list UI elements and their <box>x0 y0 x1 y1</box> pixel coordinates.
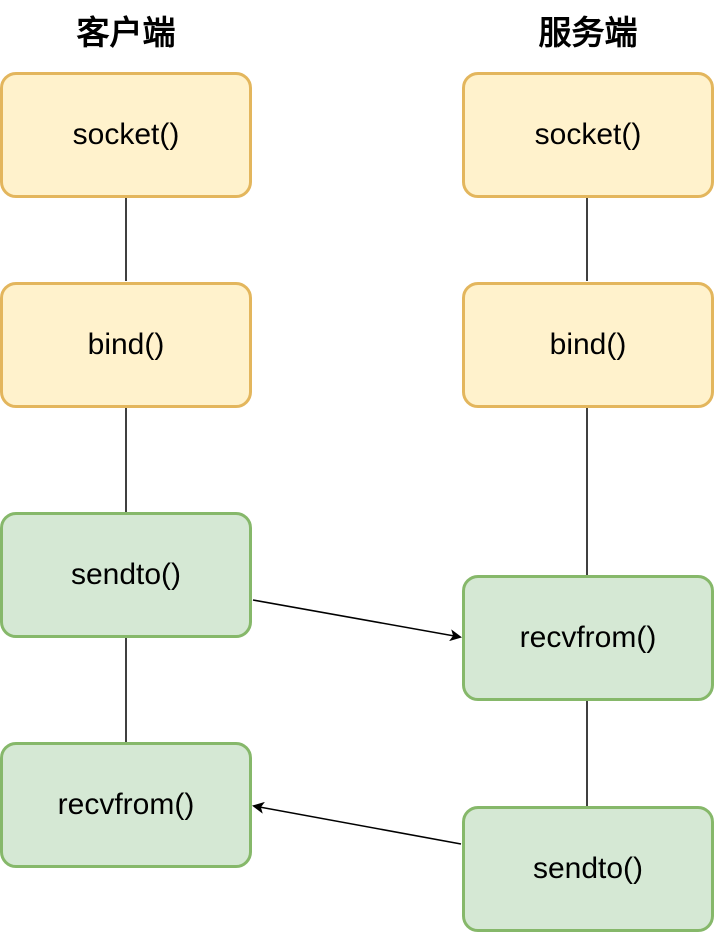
server-sendto-box: sendto() <box>462 806 714 932</box>
server-recvfrom-box: recvfrom() <box>462 575 714 701</box>
client-title: 客户端 <box>76 13 176 52</box>
client-socket-box: socket() <box>0 72 252 198</box>
server-title: 服务端 <box>538 13 638 52</box>
arrow-server-to-client <box>252 801 462 845</box>
server-bind-box: bind() <box>462 282 714 408</box>
client-sendto-box: sendto() <box>0 512 252 638</box>
arrow-client-to-server <box>252 599 462 642</box>
client-recvfrom-box: recvfrom() <box>0 742 252 868</box>
client-bind-box: bind() <box>0 282 252 408</box>
server-socket-box: socket() <box>462 72 714 198</box>
